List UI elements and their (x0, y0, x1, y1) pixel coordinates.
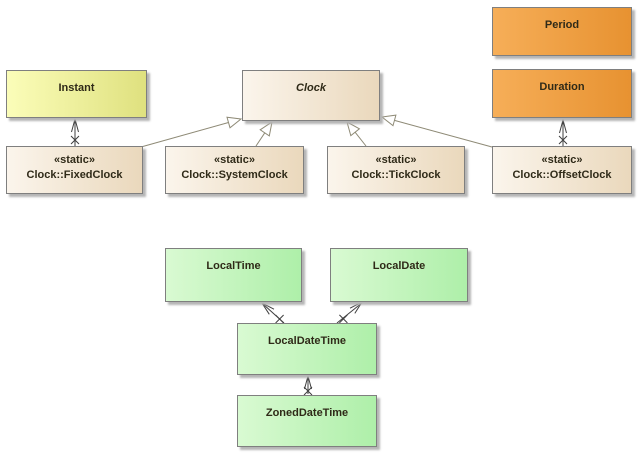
class-box-zoneddatetime: ZonedDateTime (237, 395, 377, 447)
class-name: Clock::OffsetClock (512, 169, 612, 181)
generalization-offsetclock-to-clock (380, 114, 493, 148)
class-name: ZonedDateTime (265, 407, 349, 419)
association-offsetclock-to-duration (558, 118, 568, 146)
association-localdatetime-to-localdate (336, 300, 364, 324)
stereotype-label: «static» (214, 154, 255, 166)
stereotype-label: «static» (54, 154, 95, 166)
class-box-localtime: LocalTime (165, 248, 302, 302)
class-name: Clock (296, 82, 326, 94)
class-box-localdatetime: LocalDateTime (237, 323, 377, 375)
generalization-tickclock-to-clock (346, 120, 367, 147)
association-fixedclock-to-instant (70, 117, 80, 146)
class-box-localdate: LocalDate (330, 248, 468, 302)
class-box-clock: Clock (242, 70, 380, 121)
class-box-period: Period (492, 7, 632, 56)
association-localdatetime-to-localtime (260, 301, 285, 324)
class-name: LocalDateTime (267, 335, 347, 347)
class-box-tickclock: «static» Clock::TickClock (327, 146, 465, 194)
class-box-systemclock: «static» Clock::SystemClock (165, 146, 304, 194)
class-name: Duration (539, 81, 585, 93)
generalization-systemclock-to-clock (255, 120, 273, 147)
class-name: Clock::FixedClock (26, 169, 123, 181)
class-box-fixedclock: «static» Clock::FixedClock (6, 146, 143, 194)
class-name: LocalDate (372, 260, 426, 272)
stereotype-label: «static» (541, 154, 583, 166)
generalization-fixedclock-to-clock (140, 116, 243, 148)
class-name: Instant (58, 82, 95, 94)
class-box-instant: Instant (6, 70, 147, 118)
class-name: Clock::SystemClock (181, 169, 288, 181)
stereotype-label: «static» (375, 154, 417, 166)
class-box-offsetclock: «static» Clock::OffsetClock (492, 146, 632, 194)
class-name: LocalTime (206, 260, 261, 272)
class-box-duration: Duration (492, 69, 632, 118)
class-name: Period (544, 19, 580, 31)
association-zoneddatetime-to-localdatetime (303, 374, 313, 396)
class-name: Clock::TickClock (351, 169, 441, 181)
